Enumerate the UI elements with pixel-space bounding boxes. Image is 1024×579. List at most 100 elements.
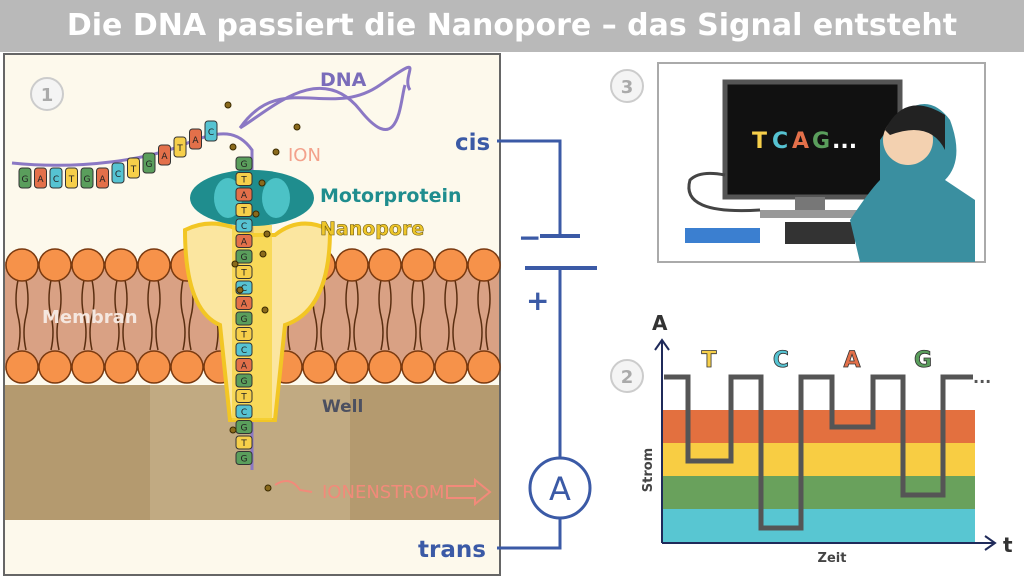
base-G: G [235,156,253,171]
svg-text:T: T [68,175,75,185]
axes [654,338,997,551]
svg-text:T: T [240,331,247,341]
ylabel: Strom [641,448,656,492]
device [685,228,760,243]
label-well: Well [322,397,363,417]
lipid-head [137,248,171,282]
lipid-head [302,350,336,384]
base-C: C [204,120,218,142]
lipid-head [5,248,39,282]
base-G: G [235,373,253,388]
lipid-head [71,350,105,384]
screen-letter: A [792,129,809,154]
base-T: T [235,172,253,186]
base-T: T [235,435,253,450]
svg-text:A: A [241,300,248,310]
lipid-head [104,248,138,282]
base-A: A [189,128,202,150]
label-dna: DNA [320,69,367,91]
svg-text:C: C [241,346,247,356]
graph-base-T: T [701,348,716,373]
base-A: A [235,187,253,202]
lipid-head [71,248,105,282]
page-title: Die DNA passiert die Nanopore – das Sign… [0,0,1024,52]
label-cis: cis [455,130,490,156]
base-C: C [49,167,63,189]
label-ion: ION [288,145,321,166]
svg-text:G: G [241,455,248,465]
base-T: T [173,136,187,158]
lipid-head [38,350,72,384]
svg-text:C: C [241,408,247,418]
lipid-head [368,248,402,282]
base-G: G [142,152,156,174]
svg-text:3: 3 [621,77,634,98]
svg-text:T: T [240,269,247,279]
step-number-1: 1 [41,85,54,106]
svg-text:G: G [84,175,91,185]
svg-text:C: C [115,170,121,180]
circuit: A − + cis trans [418,130,597,563]
signal-line [664,374,973,531]
lipid-head [368,350,402,384]
base-A: A [96,167,109,189]
svg-text:A: A [37,175,44,185]
base-C: C [235,342,253,357]
ammeter-label: A [549,470,571,508]
lipid-head [401,248,435,282]
lipid-head [401,350,435,384]
dna-helix [238,65,412,131]
svg-text:A: A [161,152,168,162]
base-G: G [18,167,32,189]
lipid-head [170,350,204,384]
base-G: G [235,249,253,264]
base-A: A [235,234,253,248]
base-G: G [235,311,253,326]
ions [224,101,301,492]
lipid-head [467,350,501,384]
svg-text:A: A [192,136,199,146]
svg-text:T: T [240,439,247,449]
svg-text:A: A [241,191,248,201]
lipid-head [335,248,369,282]
graph-base-G: G [914,348,932,373]
svg-text:C: C [53,175,59,185]
xlabel: Zeit [818,551,847,566]
base-A: A [235,358,253,372]
svg-text:C: C [241,284,247,294]
ammeter [528,456,592,520]
svg-text:T: T [240,207,247,217]
base-T: T [235,265,253,279]
graph-base-C: C [773,348,789,373]
screen-letter: ... [832,129,857,154]
label-motorprotein: Motorprotein [320,185,462,207]
lipid-head [434,248,468,282]
lipid-head [5,350,39,384]
svg-text:T: T [240,393,247,403]
svg-text:G: G [146,160,153,170]
base-A: A [158,144,171,166]
x-axis-label: t [1003,533,1013,557]
base-T: T [127,157,140,179]
base-T: T [235,327,253,341]
graph-base-A: A [843,348,860,373]
svg-text:A: A [241,362,248,372]
svg-text:G: G [241,315,248,325]
lipid-head [38,248,72,282]
base-A: A [34,167,47,189]
svg-text:C: C [208,128,214,138]
base-C: C [111,162,125,184]
base-T: T [65,167,78,189]
lipid-head [467,248,501,282]
band-C [662,509,975,542]
screen-letter: G [812,129,830,154]
svg-text:2: 2 [621,367,634,388]
arrow-icon [446,477,492,507]
lipid-head [434,350,468,384]
base-G: G [235,451,253,465]
base-A: A [235,296,253,310]
lipid-head [335,350,369,384]
